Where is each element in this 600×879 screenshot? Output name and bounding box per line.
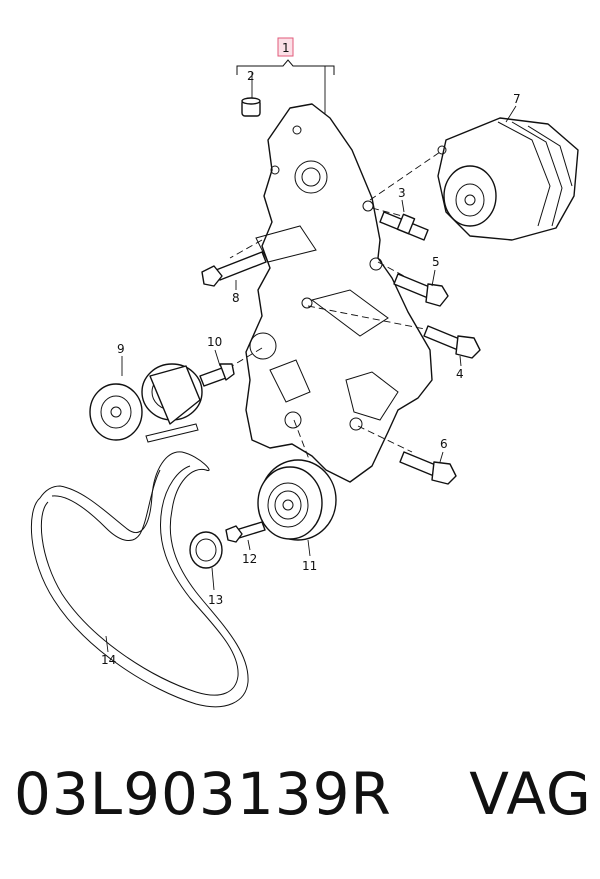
callout-11[interactable]: 11 bbox=[302, 559, 317, 573]
footer-caption: 03L903139R VAG bbox=[14, 760, 594, 850]
part-4-bolt bbox=[423, 325, 481, 359]
part-9-belt-tensioner bbox=[89, 363, 203, 443]
callout-4[interactable]: 4 bbox=[456, 367, 464, 381]
part-6-bolt bbox=[399, 451, 457, 485]
group-bracket bbox=[236, 59, 335, 120]
callout-6[interactable]: 6 bbox=[440, 437, 448, 451]
callout-1-highlight bbox=[277, 37, 294, 57]
callout-8[interactable]: 8 bbox=[232, 291, 240, 305]
callout-10[interactable]: 10 bbox=[207, 335, 222, 349]
part-10-bolt bbox=[199, 363, 235, 387]
brand-name: VAG bbox=[469, 760, 592, 828]
part-2-sleeve bbox=[241, 97, 261, 117]
part-14-ribbed-belt bbox=[30, 451, 249, 708]
part-8-bolt bbox=[201, 251, 267, 287]
callout-3[interactable]: 3 bbox=[398, 186, 406, 200]
part-12-bolt bbox=[225, 521, 266, 543]
part-13-cap bbox=[189, 531, 223, 569]
callout-13[interactable]: 13 bbox=[208, 593, 223, 607]
callout-7[interactable]: 7 bbox=[513, 92, 521, 106]
callout-9[interactable]: 9 bbox=[117, 342, 125, 356]
callout-12[interactable]: 12 bbox=[242, 552, 257, 566]
callout-2[interactable]: 2 bbox=[247, 69, 255, 83]
part-1-bracket bbox=[245, 103, 433, 483]
part-3-stud-bolt bbox=[379, 211, 429, 241]
callout-1[interactable]: 1 bbox=[282, 41, 290, 55]
part-number: 03L903139R bbox=[14, 760, 392, 828]
callout-5[interactable]: 5 bbox=[432, 255, 440, 269]
part-5-bolt bbox=[393, 273, 449, 307]
callout-14[interactable]: 14 bbox=[101, 653, 116, 667]
part-11-idler-pulley bbox=[257, 459, 337, 541]
part-7-alternator bbox=[437, 117, 579, 241]
